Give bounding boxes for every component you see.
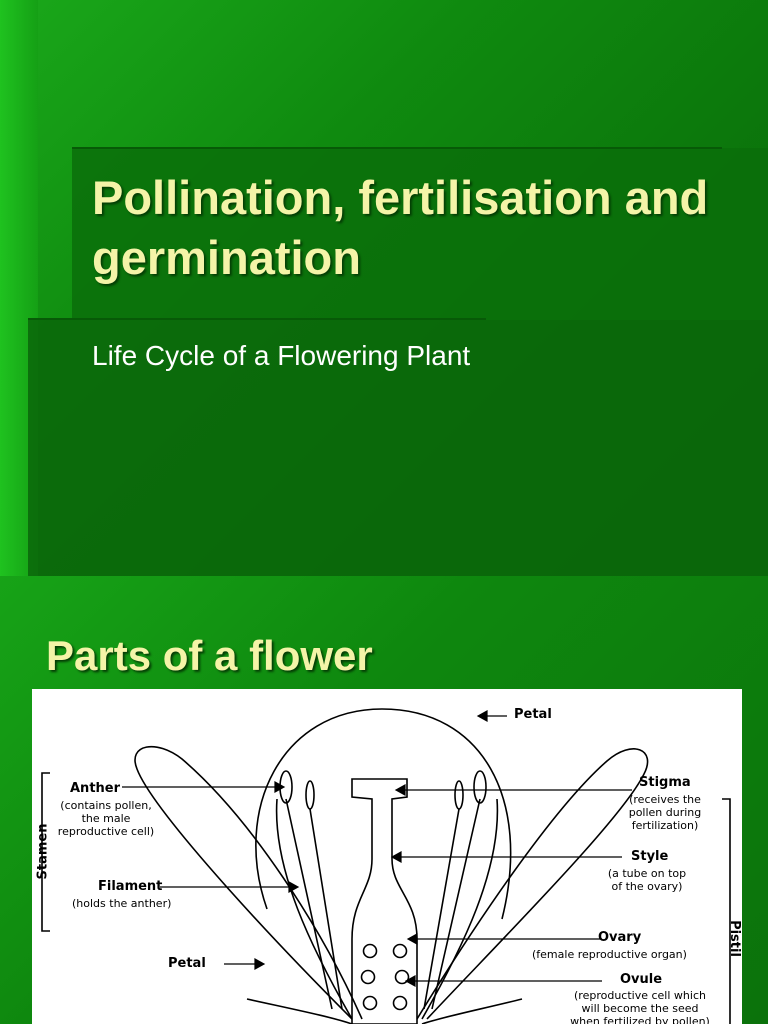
petal-right-shape: [416, 748, 649, 1020]
label-style-desc: (a tube on top of the ovary): [597, 867, 697, 893]
slide-title: Pollination, fertilisation and germinati…: [92, 171, 709, 284]
filament-left-1: [285, 798, 333, 1010]
title-divider-line: [72, 147, 722, 149]
parts-of-flower-slide: Parts of a flower: [0, 576, 768, 1024]
anther-desc-line: the male: [81, 812, 131, 825]
anther-left-2: [305, 780, 315, 810]
anther-right-2: [454, 780, 464, 810]
title-slide: Pollination, fertilisation and germinati…: [0, 0, 768, 576]
sepal-left: [246, 998, 353, 1024]
anther-right-1: [473, 770, 487, 804]
label-stigma-desc: (receives the pollen during fertilizatio…: [615, 793, 715, 832]
label-pistil: Pistil: [726, 920, 742, 957]
label-anther-desc: (contains pollen, the male reproductive …: [46, 799, 166, 838]
ovule-desc-line: (reproductive cell which: [574, 989, 706, 1002]
subtitle-panel: [28, 320, 768, 576]
label-filament: Filament: [98, 879, 163, 894]
anther-desc-line: (contains pollen,: [60, 799, 152, 812]
label-petal-top: Petal: [514, 707, 552, 722]
stigma-desc-line: pollen during: [628, 806, 702, 819]
sepal-right: [421, 998, 523, 1024]
slide-subtitle: Life Cycle of a Flowering Plant: [92, 340, 471, 371]
label-anther: Anther: [70, 781, 121, 796]
label-style: Style: [631, 849, 669, 864]
slide2-title: Parts of a flower: [46, 632, 373, 679]
title-panel: [72, 148, 768, 320]
stigma-desc-line: fertilization): [631, 819, 699, 832]
ovule-desc-line: will become the seed: [581, 1002, 699, 1015]
label-ovule-desc: (reproductive cell which will become the…: [560, 989, 720, 1024]
label-ovary-desc: (female reproductive organ): [532, 948, 687, 961]
subtitle-divider-line: [28, 318, 486, 320]
label-filament-desc: (holds the anther): [72, 897, 172, 910]
ovule-desc-line: when fertilized by pollen): [570, 1015, 710, 1024]
label-stamen: Stamen: [35, 823, 51, 880]
anther-desc-line: reproductive cell): [57, 825, 155, 838]
petal-inner-right: [421, 798, 499, 1020]
style-desc-line: (a tube on top: [607, 867, 687, 880]
filament-right-1: [431, 798, 481, 1010]
label-petal-left: Petal: [168, 956, 206, 971]
style-desc-line: of the ovary): [611, 880, 683, 893]
stamen-bracket: [41, 772, 50, 932]
label-ovary: Ovary: [598, 930, 642, 945]
stigma-desc-line: (receives the: [629, 793, 701, 806]
petal-left-shape: [134, 745, 363, 1020]
pistil-shape: [351, 778, 418, 1024]
filament-right-2: [423, 808, 460, 1010]
flower-drawing: [41, 708, 731, 1024]
label-stigma: Stigma: [639, 775, 691, 790]
petal-top-shape: [255, 708, 512, 920]
flower-diagram: Petal Anther (contains pollen, the male …: [32, 689, 742, 1024]
filament-left-2: [309, 808, 343, 1010]
label-ovule: Ovule: [620, 972, 663, 987]
petal-inner-left: [275, 798, 353, 1020]
pistil-bracket: [722, 798, 731, 1024]
